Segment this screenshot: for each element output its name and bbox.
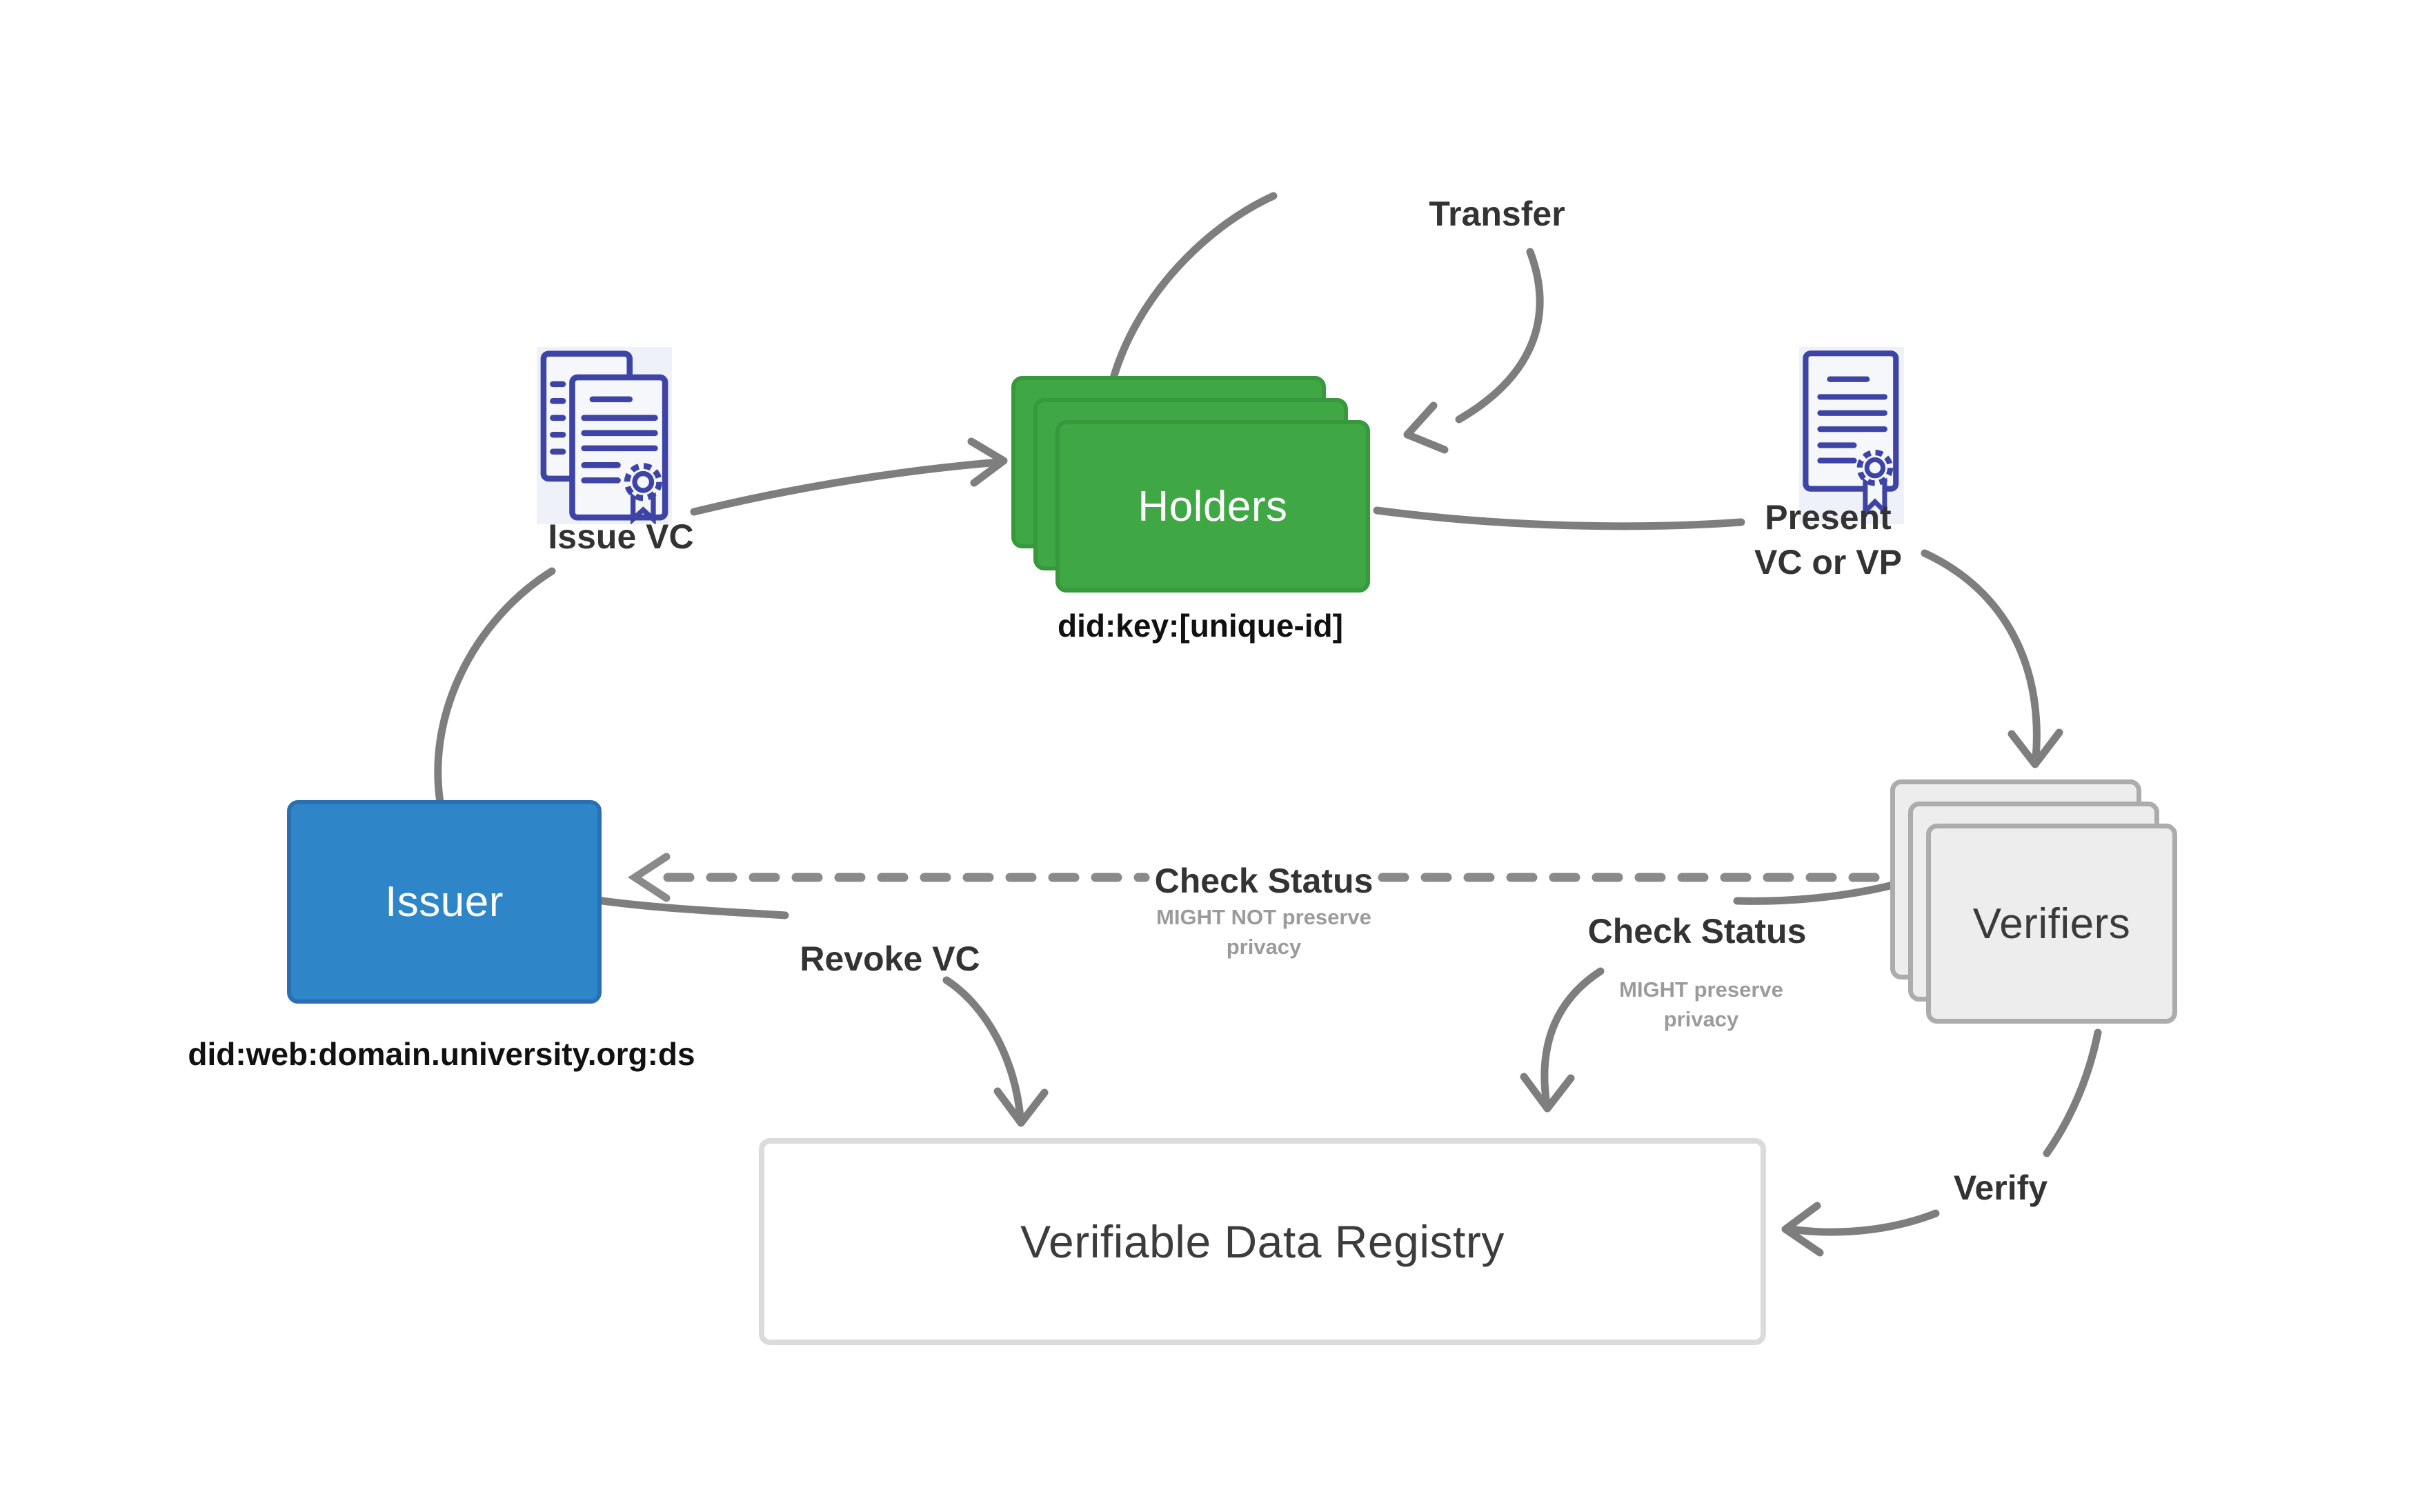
revoke-down-path xyxy=(942,976,1024,1122)
transfer-return-path xyxy=(1455,248,1544,424)
checkstatus-dashed-arrowhead xyxy=(627,853,671,902)
present-arrowhead xyxy=(2007,728,2063,768)
holders-node: Holders xyxy=(1055,420,1370,593)
registry-label: Verifiable Data Registry xyxy=(1020,1216,1505,1267)
verifiers-node: Verifiers xyxy=(1926,824,2177,1024)
present-label-line2: VC or VP xyxy=(1754,543,1902,581)
check-status-right-note-line2: privacy xyxy=(1663,1007,1739,1031)
transfer-out-path xyxy=(1109,192,1278,382)
transfer-label: Transfer xyxy=(1429,195,1565,233)
check-status-right-note-line1: MIGHT preserve xyxy=(1619,977,1783,1002)
holders-label: Holders xyxy=(1138,482,1288,530)
verifiers-label: Verifiers xyxy=(1972,899,2131,948)
verify-to-registry-path xyxy=(1787,1209,1940,1236)
revoke-arrowhead xyxy=(993,1087,1049,1127)
certificate-documents-icon xyxy=(537,347,672,524)
check-status-mid-label: Check Status xyxy=(1154,862,1374,900)
present-to-verifiers-path xyxy=(1921,549,2041,763)
registry-node: Verifiable Data Registry xyxy=(759,1138,1766,1345)
present-label-line1: Present xyxy=(1765,498,1892,537)
verify-label: Verify xyxy=(1953,1168,2048,1207)
rosette-seal-icon xyxy=(1856,449,1894,517)
certificate-document-icon xyxy=(1799,347,1904,524)
holders-to-present-path xyxy=(1373,506,1745,530)
issuer-node: Issuer xyxy=(287,800,602,1004)
issuer-label: Issuer xyxy=(385,878,504,926)
checkstatus-right-arrow-path xyxy=(1540,967,1605,1108)
issue-vc-to-holders-path xyxy=(690,458,1003,516)
verifiers-checkstatus-swoosh xyxy=(1733,879,1903,905)
check-status-mid-note-line2: privacy xyxy=(1226,935,1302,959)
issuer-to-issue-vc-path xyxy=(434,567,556,818)
revoke-vc-label: Revoke VC xyxy=(800,939,980,978)
checkstatus-right-arrowhead xyxy=(1520,1073,1575,1113)
issue-vc-label: Issue VC xyxy=(548,517,694,556)
check-status-right-label: Check Status xyxy=(1587,912,1807,951)
revoke-out-path xyxy=(598,897,789,919)
verifiers-to-verify-path xyxy=(2043,1028,2102,1157)
rosette-seal-icon xyxy=(624,463,662,524)
check-status-mid-note-line1: MIGHT NOT preserve xyxy=(1156,905,1371,929)
transfer-arrowhead xyxy=(1403,401,1449,454)
issue-vc-arrowhead xyxy=(967,437,1008,487)
holders-did-label: did:key:[unique-id] xyxy=(1058,608,1343,644)
issuer-did-label: did:web:domain.university.org:ds xyxy=(188,1036,695,1072)
verify-arrowhead xyxy=(1781,1202,1824,1257)
